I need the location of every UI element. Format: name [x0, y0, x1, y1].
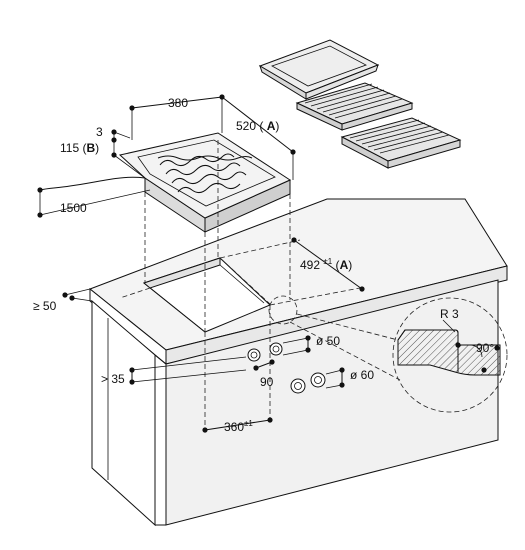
accessory-tray [258, 39, 380, 100]
detail-marker-small [268, 295, 298, 325]
label-bore-spacing: 90 [260, 375, 274, 389]
countertop-side-edge [165, 265, 508, 365]
heating-element [157, 153, 253, 194]
grill-plate-ribbed [295, 82, 414, 131]
label-bore-small: ø 50 [316, 334, 340, 348]
label-front-edge: ≥ 50 [33, 299, 57, 313]
label-angle: 90° [476, 341, 494, 355]
grill-plate-grooved [340, 117, 462, 169]
label-cable: 1500 [60, 201, 87, 215]
label-thickness: 3 [96, 125, 103, 139]
label-width-top: 380 [168, 96, 188, 110]
label-radius: R 3 [440, 307, 459, 321]
connection-pipes [247, 342, 326, 394]
power-cable [39, 176, 146, 191]
detail-view [268, 295, 508, 413]
label-cutout-width: 360±1 [224, 419, 253, 434]
label-depth-top: 520 ( A) [236, 119, 279, 133]
label-height: 115 (B) [60, 141, 99, 155]
label-cutout-depth: 492 ±1 (A) [300, 257, 352, 272]
label-bore-large: ø 60 [350, 368, 374, 382]
label-side-clear: > 35 [101, 372, 125, 386]
dimension-labels: 380 520 ( A) 3 115 (B) 1500 492 ±1 (A) ≥… [33, 96, 494, 434]
dimension-lines [37, 94, 500, 433]
cooktop-module [39, 132, 292, 233]
detail-circle [392, 297, 508, 413]
